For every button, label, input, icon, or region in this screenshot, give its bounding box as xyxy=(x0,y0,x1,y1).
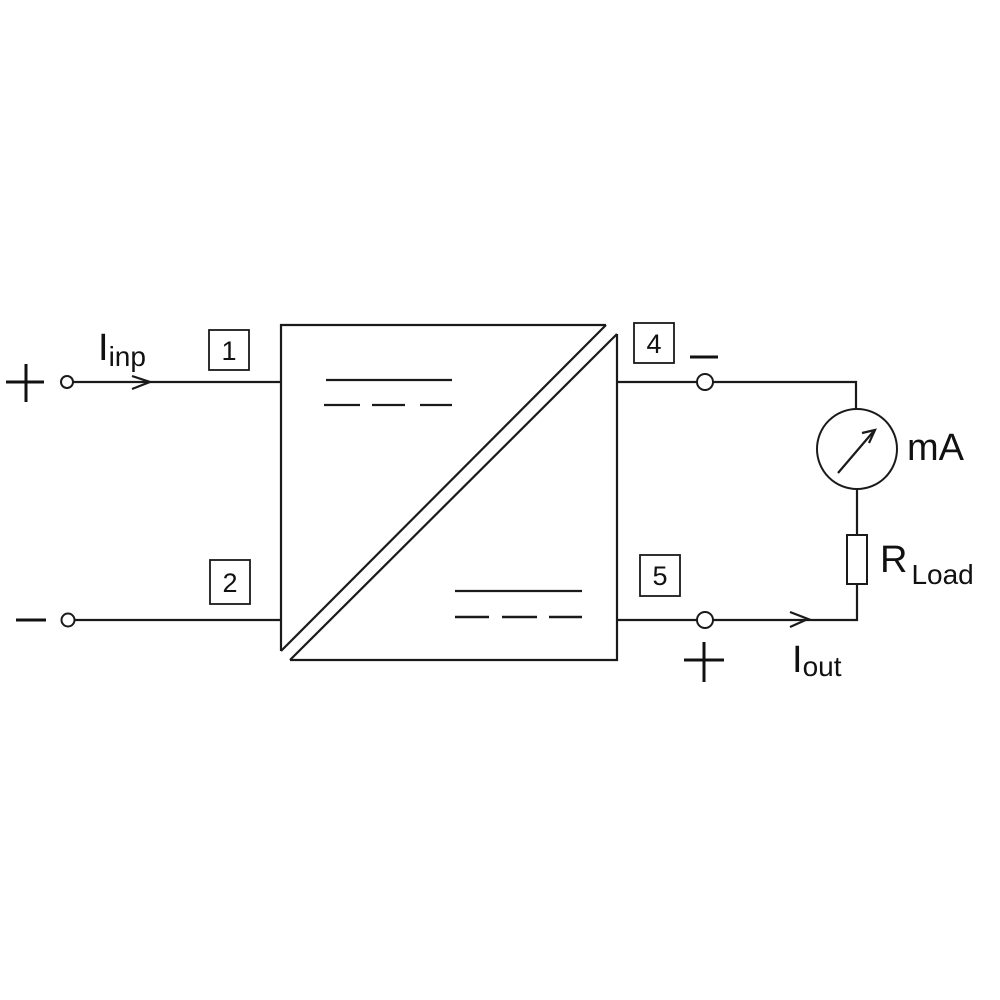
input-terminal-positive xyxy=(60,375,74,389)
converter-block xyxy=(279,323,619,662)
load-resistor-icon xyxy=(846,534,868,585)
pin-2-label: 2 xyxy=(209,559,251,605)
converter-outline-upper xyxy=(279,323,606,651)
input-terminal-negative xyxy=(60,612,76,628)
milliammeter-icon xyxy=(816,408,898,490)
svg-text:5: 5 xyxy=(652,561,667,591)
output-wire-negative-b xyxy=(713,380,858,410)
input-current-label: Iinp xyxy=(98,327,146,372)
pin-4-label: 4 xyxy=(633,322,675,364)
input-plus-sign-icon xyxy=(6,364,44,402)
input-current-arrow-icon xyxy=(131,374,154,391)
svg-text:4: 4 xyxy=(646,329,661,359)
input-dc-symbol-icon xyxy=(324,378,452,407)
converter-diagonal-2 xyxy=(289,333,618,661)
converter-diagonal-1 xyxy=(280,324,607,652)
svg-text:2: 2 xyxy=(222,568,237,598)
output-current-arrow-icon xyxy=(789,610,811,629)
pin-1-label: 1 xyxy=(208,329,250,371)
meter-label: mA xyxy=(907,427,965,469)
output-terminal-negative xyxy=(696,373,714,391)
input-circuit: Iinp 1 2 xyxy=(6,327,281,628)
output-wire-positive-b xyxy=(713,584,859,622)
output-plus-sign-icon xyxy=(684,642,724,682)
output-current-label: Iout xyxy=(792,639,842,682)
converter-outline-lower xyxy=(290,334,619,662)
output-terminal-positive xyxy=(696,611,714,629)
pin-5-label: 5 xyxy=(639,554,681,597)
output-dc-symbol-icon xyxy=(455,589,582,619)
svg-text:1: 1 xyxy=(221,336,236,366)
